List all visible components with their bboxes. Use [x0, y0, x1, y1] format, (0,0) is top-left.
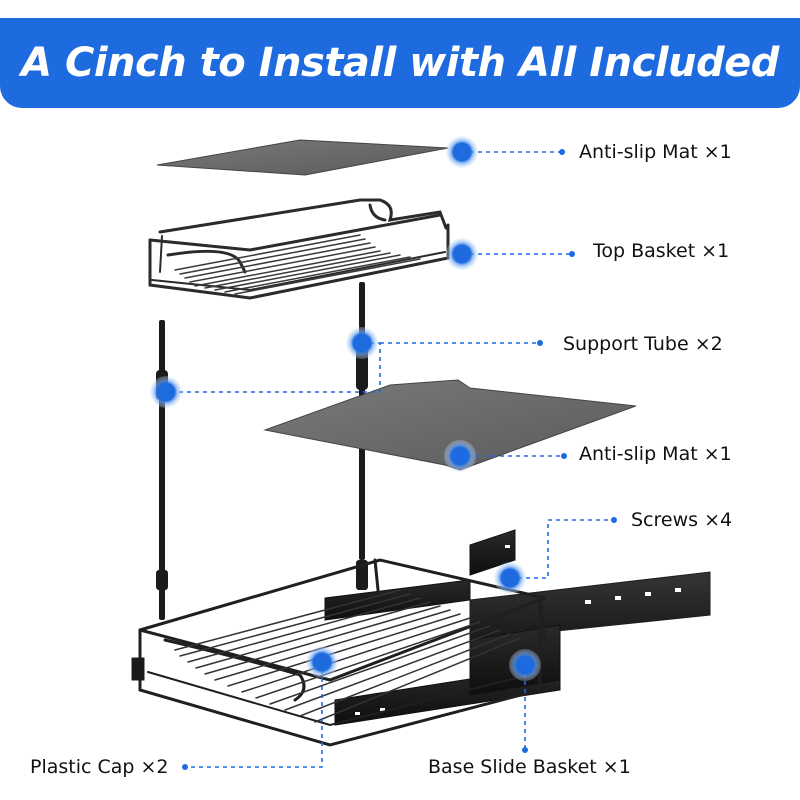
- marker-mat-top: [446, 136, 478, 168]
- label-anti-slip-mat-top: Anti-slip Mat ×1: [579, 141, 732, 163]
- marker-support-tube: [346, 327, 378, 359]
- title-banner: A Cinch to Install with All Included: [0, 18, 800, 108]
- label-support-tube: Support Tube ×2: [563, 333, 723, 355]
- leader-line-plastic-cap: [185, 662, 323, 768]
- marker-support-tube-left: [150, 376, 182, 408]
- base-basket-shape: [131, 529, 711, 747]
- callout-markers: [150, 136, 541, 681]
- leader-line-screws: [510, 519, 614, 579]
- label-base-slide-basket: Base Slide Basket ×1: [428, 756, 631, 778]
- marker-base-basket: [509, 649, 541, 681]
- label-anti-slip-mat-bottom: Anti-slip Mat ×1: [579, 443, 732, 465]
- marker-plastic-cap: [306, 646, 338, 678]
- label-top-basket: Top Basket ×1: [593, 240, 730, 262]
- support-tubes-shape: [156, 282, 368, 620]
- marker-screws: [494, 562, 526, 594]
- marker-top-basket: [446, 238, 478, 270]
- banner-title: A Cinch to Install with All Included: [21, 40, 779, 86]
- label-plastic-cap: Plastic Cap ×2: [30, 756, 169, 778]
- marker-mat-bottom: [444, 440, 476, 472]
- leader-endpoints: [182, 149, 617, 770]
- label-screws: Screws ×4: [631, 509, 733, 531]
- top-basket-shape: [148, 198, 450, 300]
- top-mat-shape: [156, 139, 449, 176]
